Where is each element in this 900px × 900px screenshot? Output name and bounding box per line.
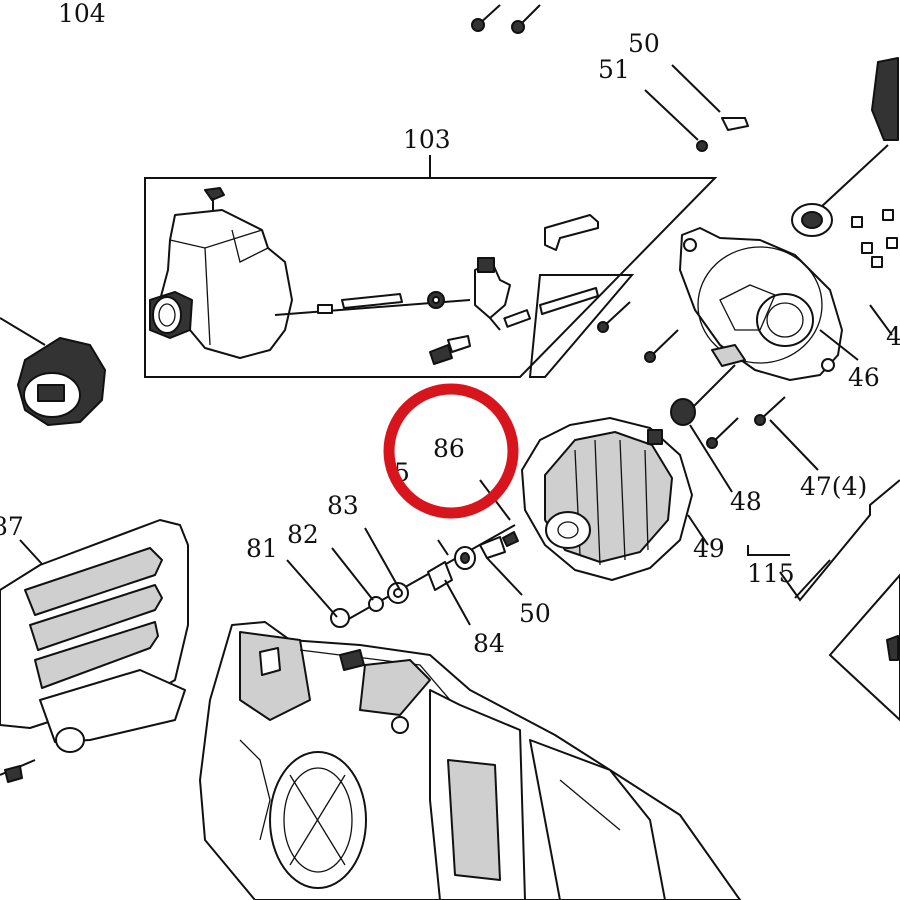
assembly-115-bracket	[747, 479, 900, 722]
callout-87-partial: 87	[0, 512, 24, 541]
callout-104: 104	[58, 0, 106, 28]
screws-mid	[597, 301, 786, 449]
gear-48	[670, 364, 736, 426]
callout-4-partial: 4	[886, 322, 900, 351]
callout-82: 82	[287, 520, 319, 549]
parts-50-51-top	[644, 64, 749, 152]
callout-50-top: 50	[628, 29, 660, 58]
pump-parts-row	[274, 214, 599, 365]
callout-84: 84	[473, 629, 505, 658]
screws-top	[471, 4, 541, 34]
motor-49	[521, 417, 693, 581]
front-hand-guard	[0, 519, 189, 783]
oil-tank-part	[149, 187, 293, 359]
callout-48: 48	[730, 487, 762, 516]
motor-endplate-46	[679, 227, 843, 381]
callout-49: 49	[693, 534, 725, 563]
leader-lines	[286, 304, 893, 626]
callout-47-4: 47(4)	[800, 472, 867, 501]
callout-115: 115	[747, 559, 795, 588]
callout-labels: 104 50 51 103 4 46 86 5 83 82 81 84 50 4…	[0, 0, 900, 658]
callout-50-bottom: 50	[519, 599, 551, 628]
callout-46: 46	[848, 363, 880, 392]
highlight-circle	[383, 383, 519, 519]
callout-83: 83	[327, 491, 359, 520]
assembly-103-frame	[144, 155, 718, 378]
main-body-housing	[199, 621, 741, 900]
callout-81: 81	[246, 534, 278, 563]
callout-86: 86	[433, 434, 465, 463]
knob-part	[0, 317, 106, 426]
small-parts-84-85-86	[330, 524, 519, 628]
callout-51: 51	[598, 55, 630, 84]
callout-103: 103	[403, 125, 451, 154]
bearing-part	[791, 57, 899, 268]
